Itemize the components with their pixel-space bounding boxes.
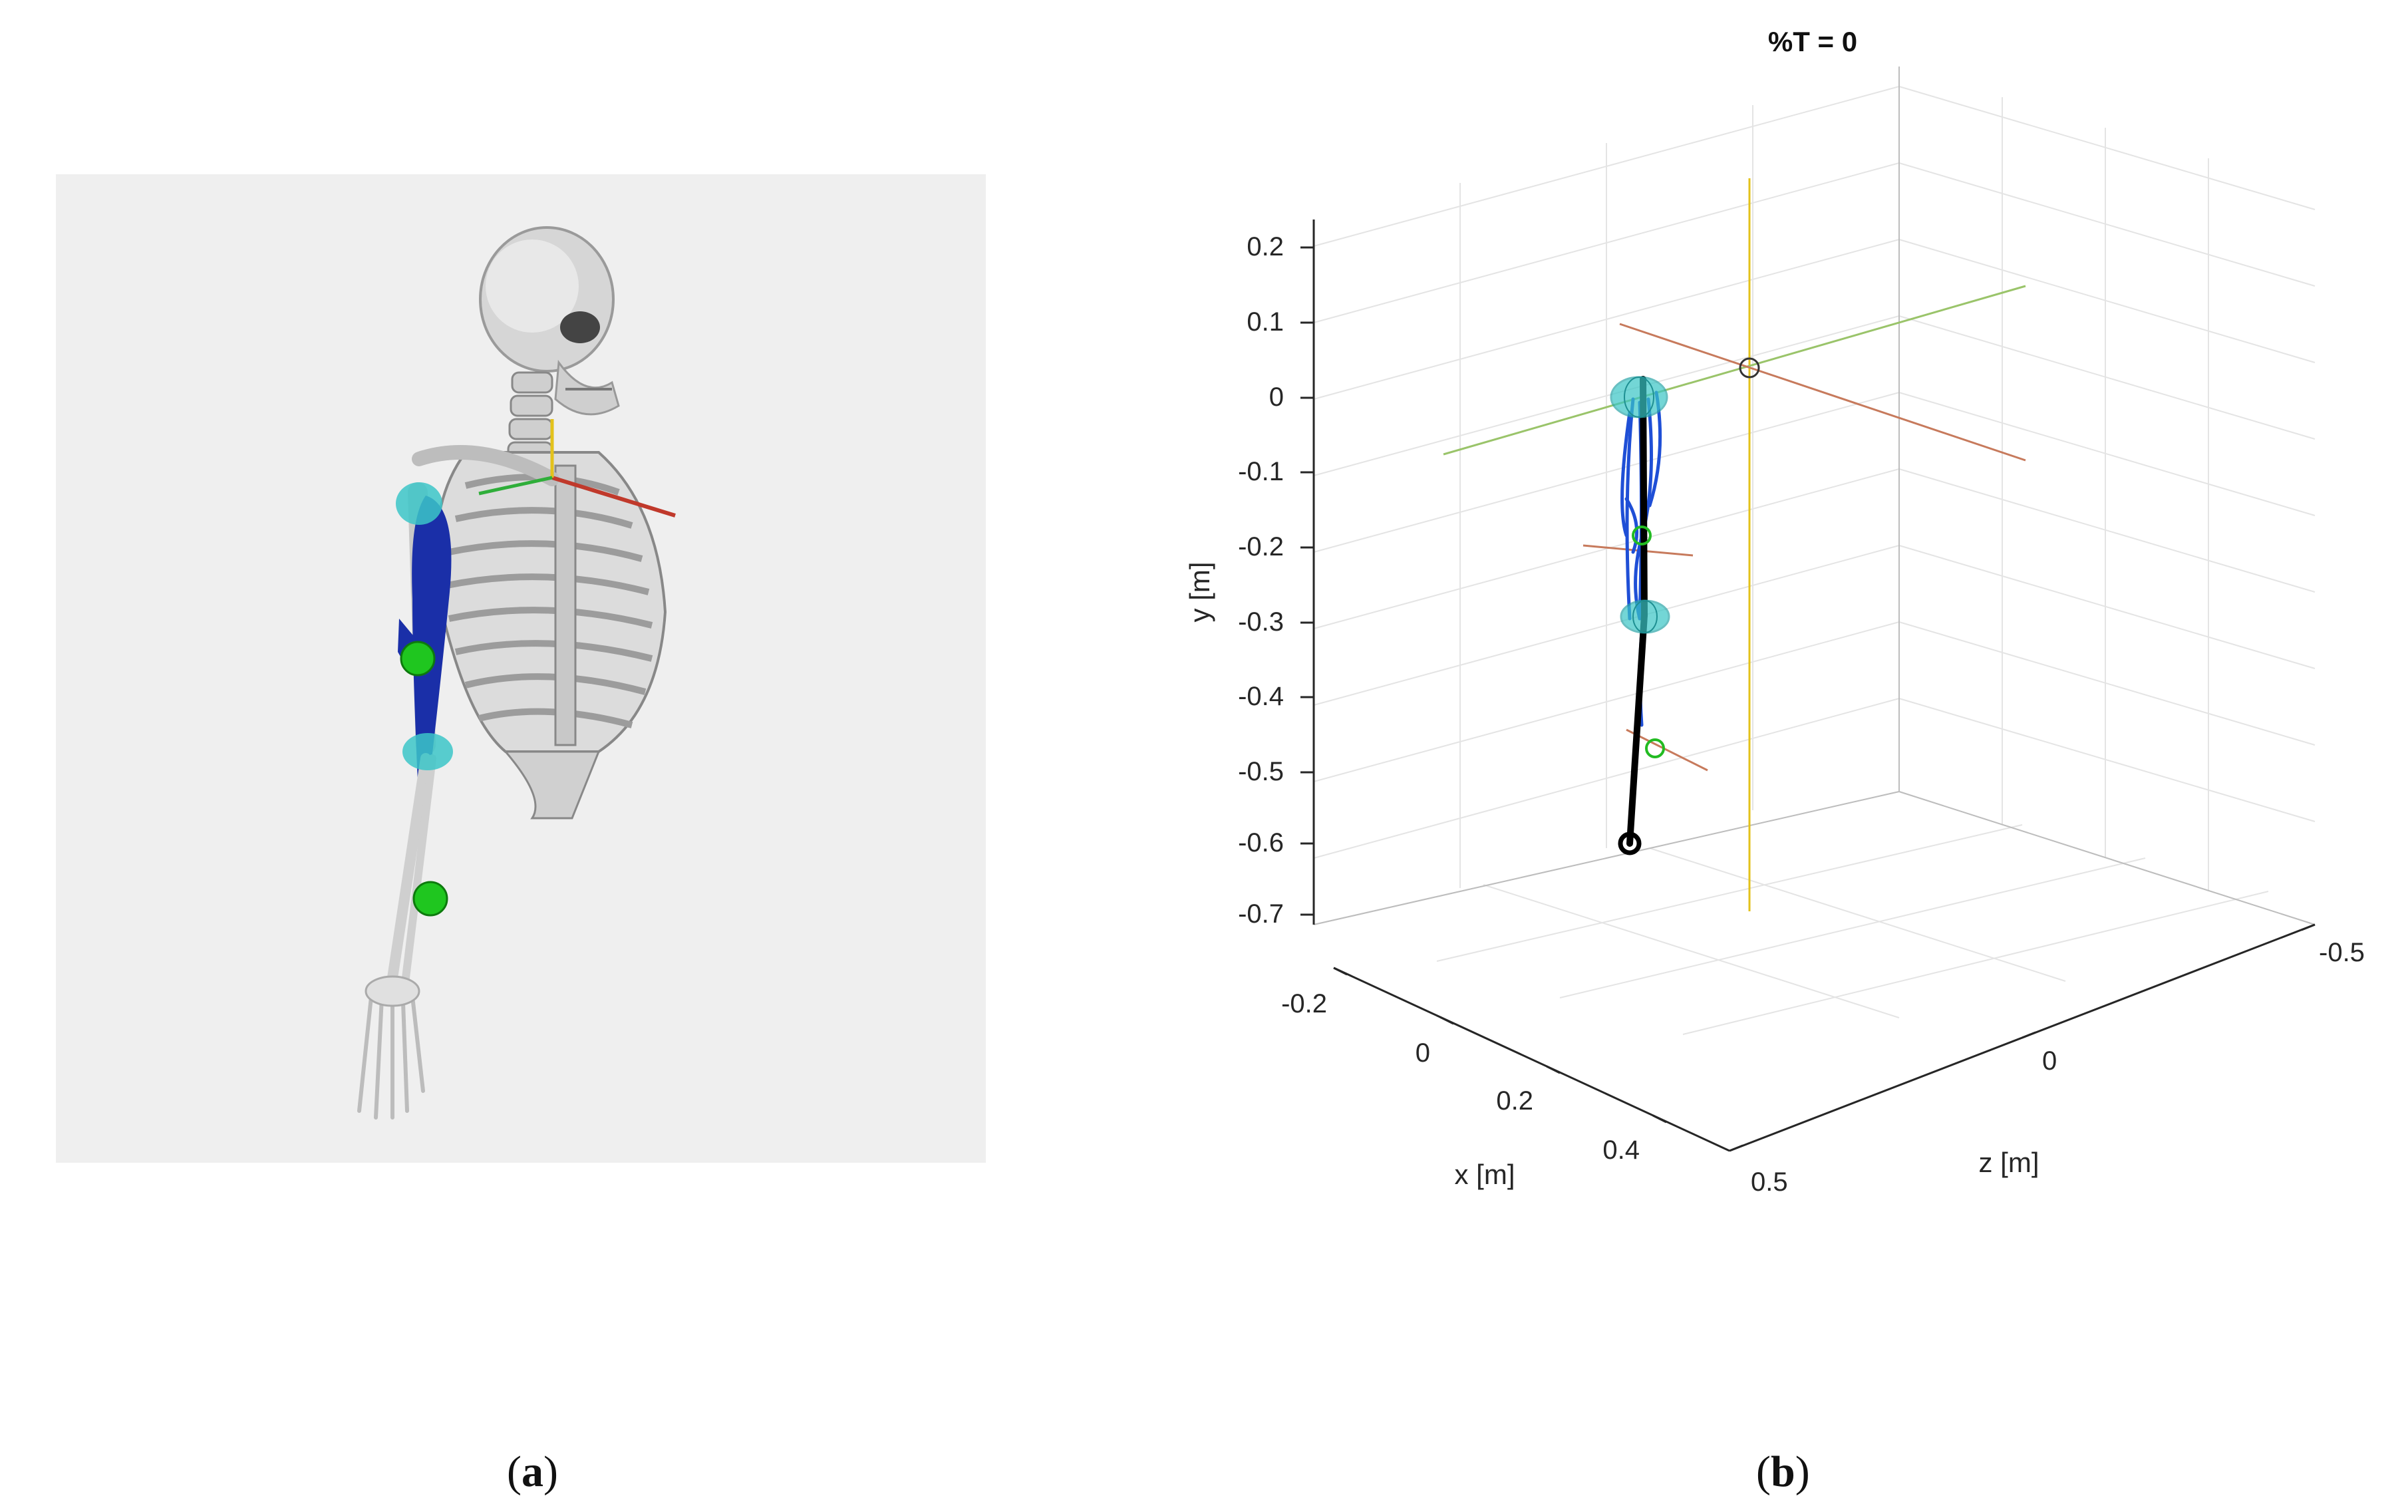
forearm-com-marker (412, 881, 448, 917)
z-tick-marks (1729, 923, 2316, 1152)
y-tick-label: -0.5 (1238, 757, 1284, 786)
y-tick-label: 0.1 (1247, 307, 1284, 337)
caption-b: (b) (1756, 1447, 1810, 1496)
rib-cage (434, 451, 667, 820)
thorax-frame-axes (478, 419, 676, 518)
y-tick-label: -0.1 (1238, 457, 1284, 486)
z-tick-label: -0.5 (2319, 938, 2365, 967)
forearm-com-marker (1645, 738, 1665, 758)
y-tick-label: 0.2 (1247, 232, 1284, 261)
elbow-joint-marker (1620, 599, 1670, 634)
x-tick-label: -0.2 (1281, 989, 1327, 1018)
y-tick-marks (1300, 246, 1314, 916)
thorax-frame-lines (1443, 178, 2026, 911)
y-tick-label: -0.2 (1238, 532, 1284, 561)
plot-box (1313, 67, 2316, 1035)
y-tick-label: -0.6 (1238, 828, 1284, 857)
shoulder-joint-marker (396, 482, 442, 525)
plot-title: %T = 0 (1768, 26, 1857, 57)
x-tick-marks (1333, 967, 1667, 1124)
clavicle (412, 445, 559, 486)
upper-arm-com-marker (1632, 526, 1652, 545)
y-tick-label: -0.3 (1238, 607, 1284, 637)
forearm-bones (387, 753, 436, 983)
elbow-joint-marker (402, 733, 453, 770)
x-tick-label: 0.4 (1602, 1135, 1640, 1165)
shoulder-joint-marker (1610, 376, 1668, 418)
x-tick-label: 0 (1416, 1038, 1430, 1068)
x-tick-labels: -0.2 0 0.2 0.4 (1281, 989, 1640, 1165)
z-tick-label: 0 (2042, 1046, 2057, 1076)
bone-segments (1626, 376, 1648, 847)
y-tick-label: 0 (1269, 382, 1284, 412)
caption-a: (a) (507, 1447, 558, 1496)
y-axis-label: y [m] (1184, 562, 1215, 623)
y-tick-labels: 0.2 0.1 0 -0.1 -0.2 -0.3 -0.4 -0.5 -0.6 … (1238, 232, 1284, 929)
x-tick-label: 0.2 (1496, 1086, 1533, 1116)
upper-arm-com-marker (400, 641, 436, 677)
y-tick-label: -0.4 (1238, 682, 1284, 711)
z-tick-labels: 0.5 0 -0.5 (1751, 938, 2365, 1197)
hand-bones (357, 975, 425, 1120)
y-tick-label: -0.7 (1238, 899, 1284, 929)
x-axis-label: x [m] (1455, 1159, 1515, 1190)
z-axis-label: z [m] (1979, 1147, 2039, 1178)
z-tick-label: 0.5 (1751, 1167, 1788, 1197)
hand-endpoint-marker (1618, 832, 1642, 855)
skull (479, 226, 620, 416)
